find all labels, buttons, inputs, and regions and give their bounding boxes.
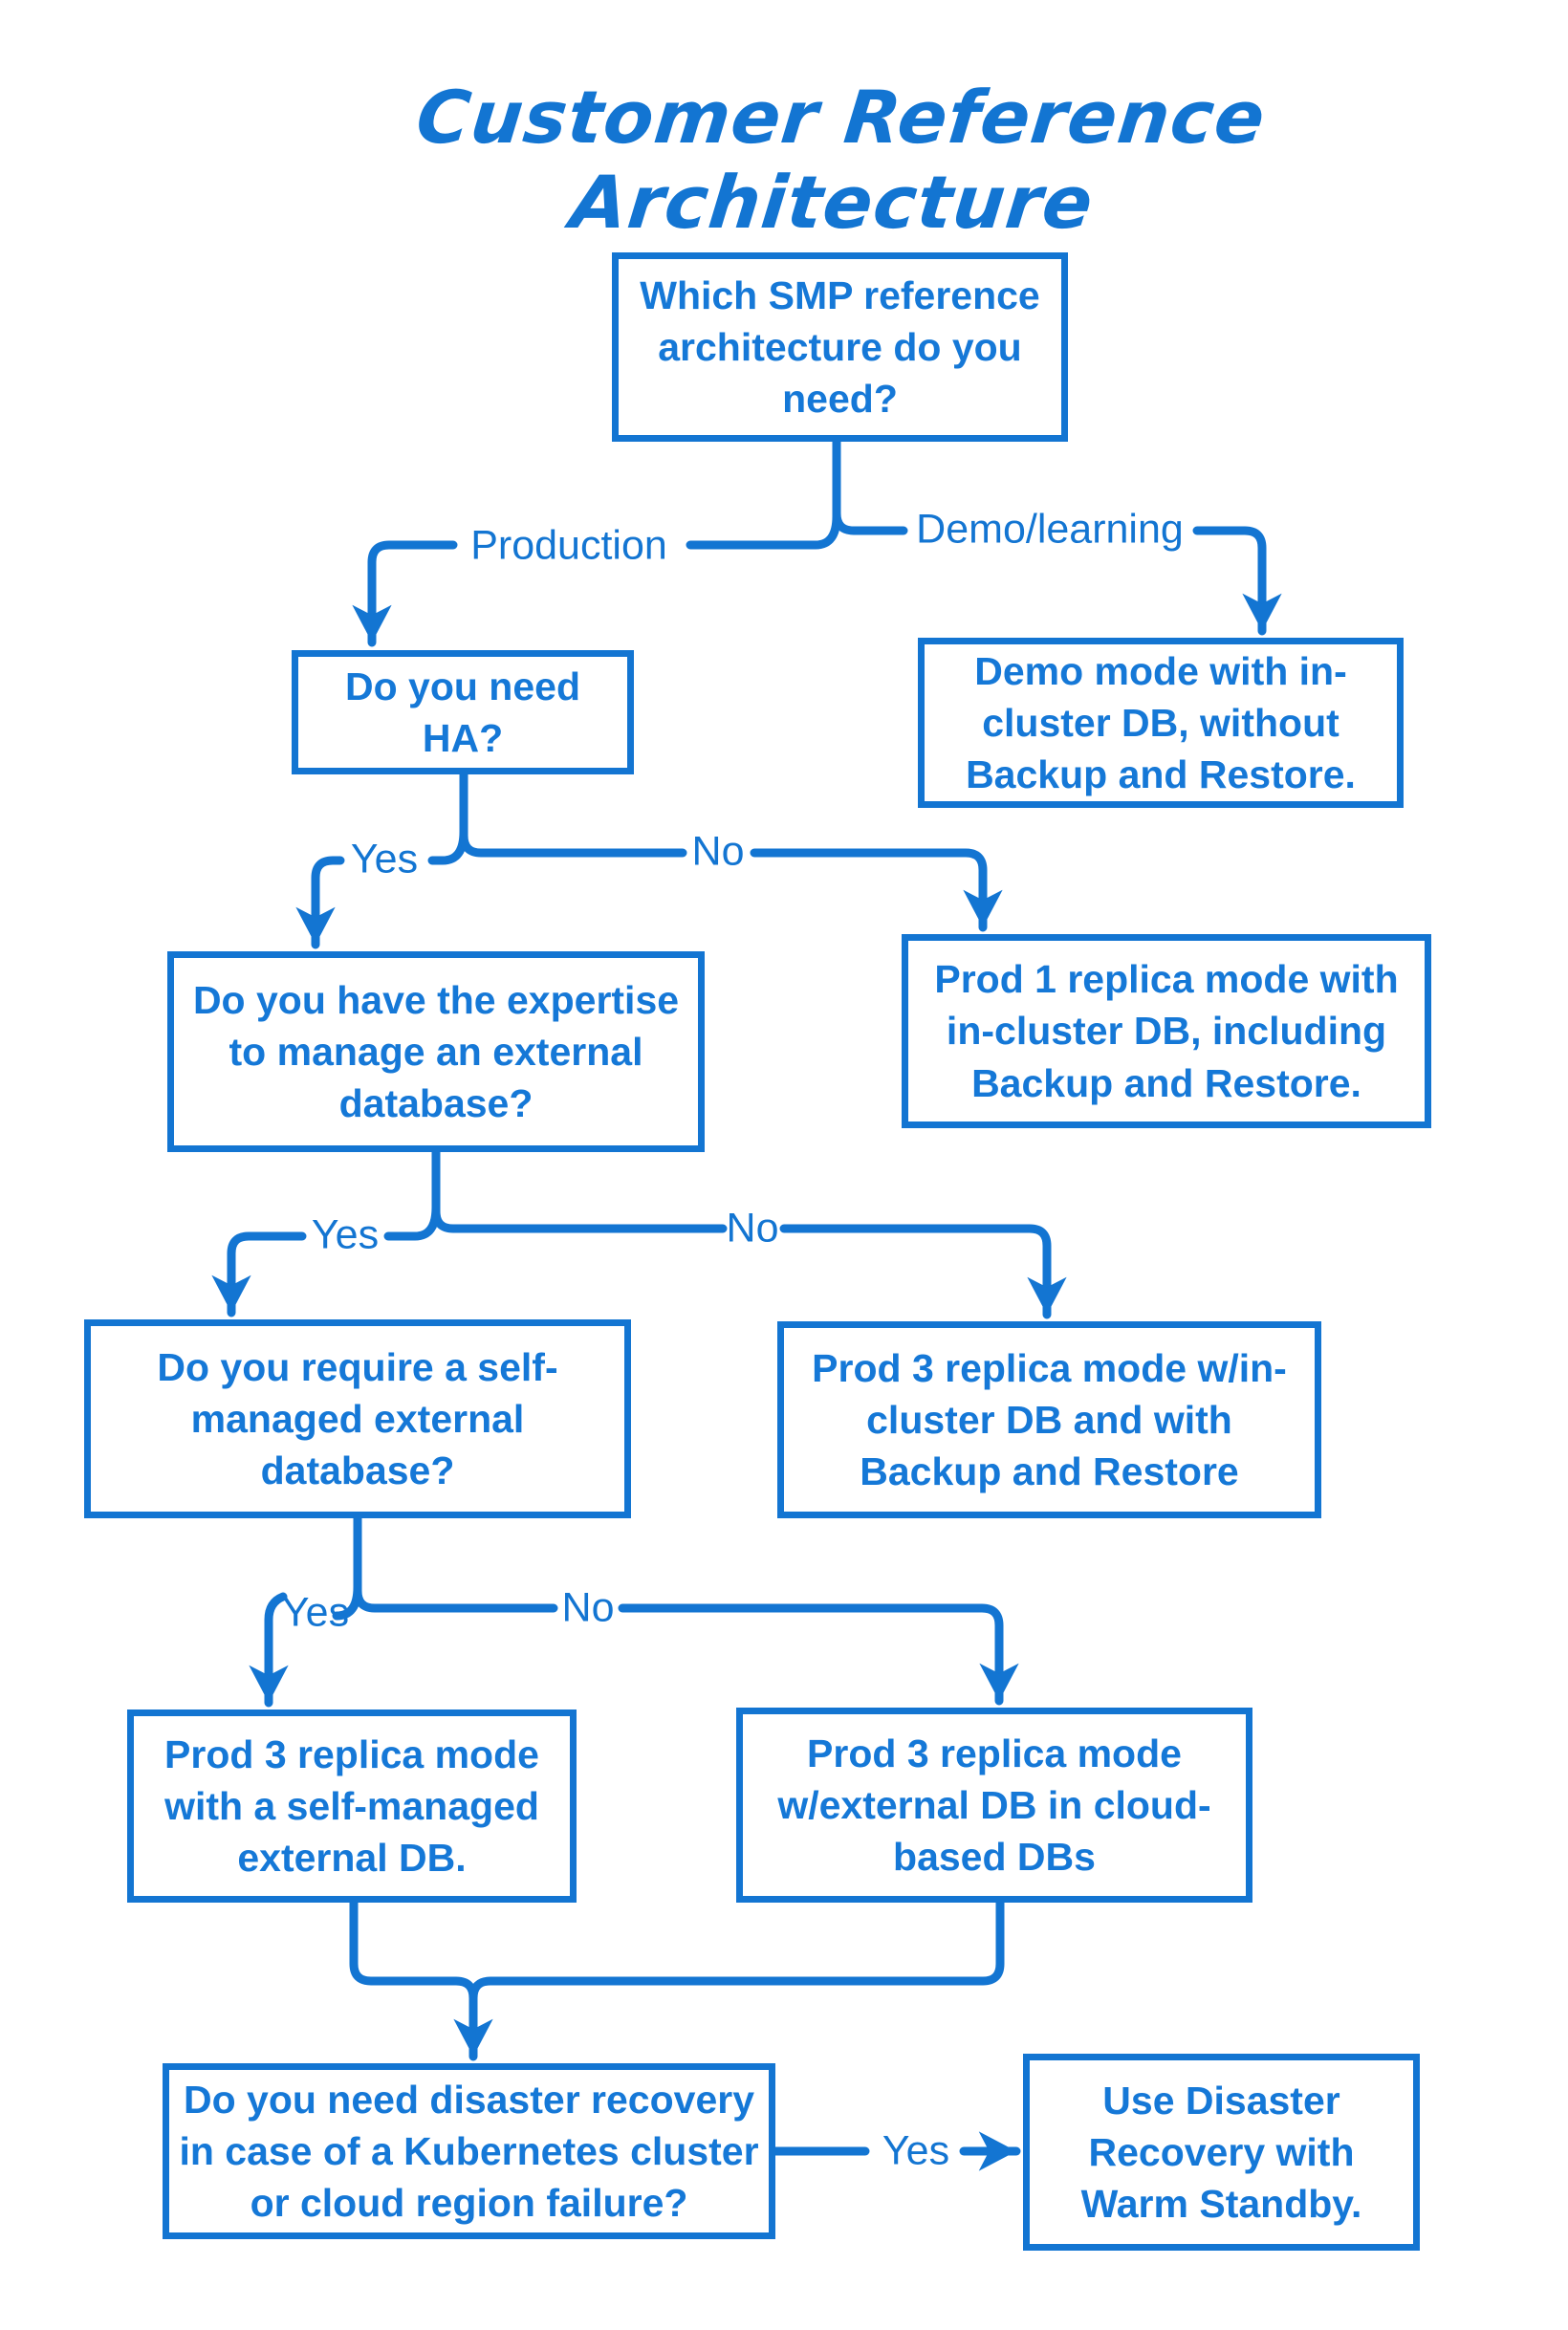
edge-r5-merge: [468, 1896, 1005, 2003]
edge-label-yes-4: Yes: [882, 2127, 950, 2174]
node-label: Prod 1 replica mode with in-cluster DB, …: [934, 957, 1399, 1105]
edge-q4-stem-right: [353, 1513, 558, 1613]
node-label: Demo mode with in- cluster DB, without B…: [966, 648, 1356, 797]
edge-yes-to-q3: [295, 856, 345, 949]
node-question-external-db-expertise: Do you have the expertise to manage an e…: [167, 951, 705, 1152]
edge-q3-stem-right: [431, 1147, 728, 1233]
edge-demo-to-r1: [1192, 526, 1282, 636]
edge-yes-to-q4: [211, 1231, 307, 1317]
node-label: Prod 3 replica mode w/in- cluster DB and…: [812, 1345, 1287, 1494]
edge-yes-to-r4: [249, 1592, 289, 1708]
edge-no-to-r3: [779, 1224, 1067, 1319]
edge-q1-stem-right: [832, 437, 908, 535]
edge-label-yes-2: Yes: [311, 1211, 380, 1258]
node-label: Do you need HA?: [344, 664, 581, 760]
edge-q3-stem-left: [383, 1147, 441, 1241]
edge-r4-merge-to-q5: [349, 1896, 493, 2061]
edge-label-yes-3: Yes: [281, 1589, 350, 1636]
edge-production-to-q2: [352, 540, 458, 647]
node-result-prod-1-replica-in-cluster: Prod 1 replica mode with in-cluster DB, …: [902, 934, 1431, 1128]
node-result-prod-3-replica-in-cluster: Prod 3 replica mode w/in- cluster DB and…: [777, 1321, 1321, 1518]
node-result-prod-3-replica-self-managed: Prod 3 replica mode with a self-managed …: [127, 1709, 577, 1903]
edge-label-demo-learning: Demo/learning: [916, 506, 1184, 553]
edge-label-no-3: No: [561, 1584, 615, 1631]
edge-q2-stem-left: [427, 770, 468, 865]
edge-label-no-2: No: [726, 1205, 779, 1252]
node-question-which-reference-architecture: Which SMP reference architecture do you …: [612, 252, 1068, 442]
node-result-prod-3-replica-cloud-db: Prod 3 replica mode w/external DB in clo…: [736, 1708, 1252, 1903]
node-label: Do you have the expertise to manage an e…: [192, 977, 680, 1126]
node-result-demo-mode: Demo mode with in- cluster DB, without B…: [918, 638, 1404, 808]
node-label: Prod 3 replica mode with a self-managed …: [164, 1731, 539, 1881]
node-label: Do you require a self- managed external …: [157, 1344, 558, 1493]
edge-label-production: Production: [470, 522, 667, 569]
edge-label-yes-1: Yes: [350, 836, 419, 882]
edge-label-no-1: No: [691, 828, 745, 875]
node-question-disaster-recovery: Do you need disaster recovery in case of…: [163, 2063, 775, 2239]
node-label: Which SMP reference architecture do you …: [640, 272, 1040, 422]
node-label: Prod 3 replica mode w/external DB in clo…: [777, 1731, 1211, 1880]
edge-no-to-r2: [750, 848, 1003, 932]
node-label: Use Disaster Recovery with Warm Standby.: [1080, 2078, 1362, 2227]
node-question-need-ha: Do you need HA?: [292, 650, 634, 774]
edge-q2-stem-right: [459, 770, 687, 858]
node-result-warm-standby: Use Disaster Recovery with Warm Standby.: [1023, 2054, 1420, 2251]
edge-q1-stem-left: [686, 437, 841, 550]
node-label: Do you need disaster recovery in case of…: [179, 2077, 759, 2226]
node-question-self-managed-external-db: Do you require a self- managed external …: [84, 1319, 631, 1518]
edge-no-to-r5: [618, 1603, 1019, 1706]
